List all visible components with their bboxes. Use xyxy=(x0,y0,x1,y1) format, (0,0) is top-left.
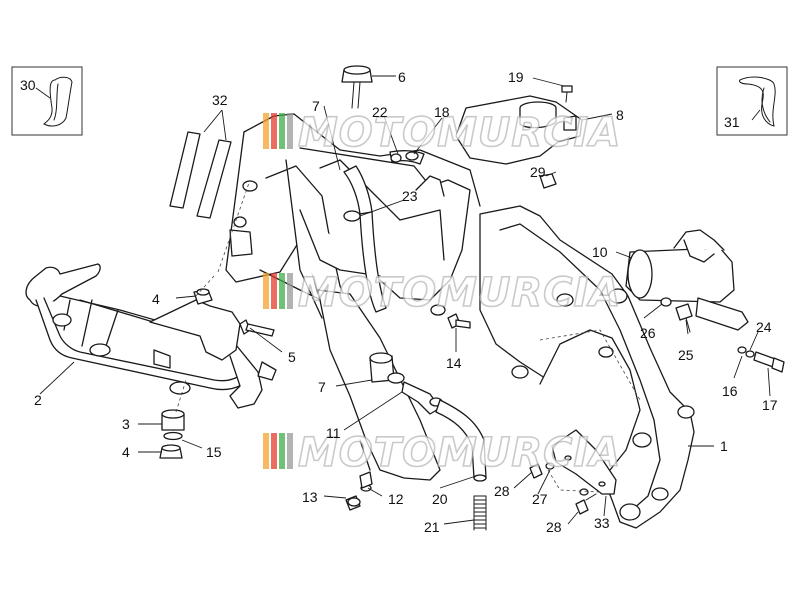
bolt-14 xyxy=(447,313,471,329)
hose-20 xyxy=(435,399,487,482)
callout-7-top: 7 xyxy=(312,98,320,114)
callout-23: 23 xyxy=(402,188,418,204)
bolt-25 xyxy=(675,303,693,333)
callout-28-right: 28 xyxy=(546,519,562,535)
callout-30: 30 xyxy=(20,77,36,93)
callout-21: 21 xyxy=(424,519,440,535)
washer-26 xyxy=(660,297,672,307)
callout-19: 19 xyxy=(508,69,524,85)
callout-33: 33 xyxy=(594,515,610,531)
bolt-17 xyxy=(753,351,785,373)
inset-box-30 xyxy=(11,66,83,136)
washer-16 xyxy=(737,346,755,358)
inset-box-31 xyxy=(716,66,788,136)
main-frame xyxy=(479,205,695,529)
callout-11: 11 xyxy=(326,425,341,441)
callout-2: 2 xyxy=(34,392,42,408)
callout-17: 17 xyxy=(762,397,778,413)
rubber-strip-pair xyxy=(169,131,232,219)
callout-8: 8 xyxy=(616,107,624,123)
watermark-text-bottom: MOTOMURCIA xyxy=(298,430,621,476)
nut-29 xyxy=(539,173,557,189)
washer-27 xyxy=(545,462,589,496)
callout-27: 27 xyxy=(532,491,548,507)
callout-32: 32 xyxy=(212,92,228,108)
lower-mount-silentblock xyxy=(159,409,185,459)
callout-29: 29 xyxy=(530,164,546,180)
callout-31: 31 xyxy=(724,114,740,130)
callout-28-left: 28 xyxy=(494,483,510,499)
callout-4-upper: 4 xyxy=(152,291,160,307)
callout-16: 16 xyxy=(722,383,738,399)
callout-20: 20 xyxy=(432,491,448,507)
callout-24: 24 xyxy=(756,319,772,335)
callout-13: 13 xyxy=(302,489,318,505)
callout-10: 10 xyxy=(592,244,608,260)
clamp-18 xyxy=(405,151,419,161)
callout-7-lower: 7 xyxy=(318,379,326,395)
watermark-bottom: MOTOMURCIA xyxy=(263,429,621,477)
callout-4-lower: 4 xyxy=(122,444,130,460)
cover-8 xyxy=(455,95,583,165)
lower-cradle xyxy=(25,263,277,409)
callout-5: 5 xyxy=(288,349,296,365)
watermark-text-middle: MOTOMURCIA xyxy=(298,270,621,316)
callout-1: 1 xyxy=(720,438,728,454)
callout-labels: 30 31 32 6 7 22 18 19 8 29 23 10 4 5 26 … xyxy=(20,69,778,535)
callout-6: 6 xyxy=(398,69,406,85)
callout-15: 15 xyxy=(206,444,222,460)
washer-12 xyxy=(359,471,373,492)
leader-lines xyxy=(35,75,771,525)
side-bracket-10 xyxy=(625,229,749,331)
callout-25: 25 xyxy=(678,347,694,363)
callout-3: 3 xyxy=(122,416,130,432)
callout-12: 12 xyxy=(388,491,404,507)
bolt-13 xyxy=(345,495,361,511)
filler-cap xyxy=(341,65,373,109)
spring-21 xyxy=(473,495,487,531)
watermark-top: MOTOMURCIA xyxy=(263,109,621,157)
assembly-guide-lines xyxy=(175,179,601,493)
bolt-5 xyxy=(239,319,275,337)
upper-frame-tubes xyxy=(225,113,481,469)
callout-18: 18 xyxy=(434,104,450,120)
callout-14: 14 xyxy=(446,355,462,371)
screw-19 xyxy=(561,85,573,103)
bolt-28a xyxy=(529,463,543,479)
central-spine xyxy=(317,289,441,481)
watermark-text-top: MOTOMURCIA xyxy=(298,110,621,156)
clamp-22 xyxy=(390,153,402,163)
callout-26: 26 xyxy=(640,325,656,341)
bracket-plate xyxy=(551,429,617,495)
upper-nut-4 xyxy=(193,288,213,305)
callout-22: 22 xyxy=(372,104,388,120)
grommet-7 xyxy=(369,352,395,383)
bolt-28b xyxy=(575,493,597,515)
watermark-middle: MOTOMURCIA xyxy=(263,269,621,317)
